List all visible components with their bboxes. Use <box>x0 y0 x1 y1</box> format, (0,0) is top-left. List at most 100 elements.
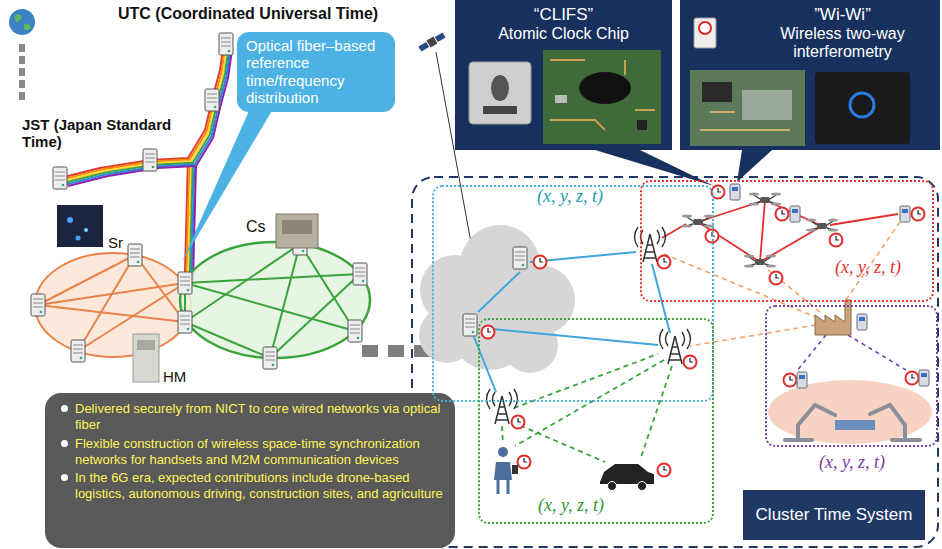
chip-photos <box>579 72 631 104</box>
network-icons <box>749 193 781 206</box>
orange-mesh <box>38 305 185 322</box>
ring-servers <box>128 244 142 266</box>
link-dashes <box>19 56 25 64</box>
drone-links <box>830 214 898 225</box>
conveyor <box>835 420 875 430</box>
device-photos <box>690 70 805 146</box>
map-servers <box>53 33 233 189</box>
chip-photos <box>637 120 647 130</box>
wireless-links <box>640 366 672 460</box>
globe-icon <box>9 9 35 35</box>
callout-tail <box>182 104 276 262</box>
network-icons <box>463 314 477 336</box>
panel-text: ”Wi-Wi” <box>750 0 935 25</box>
link-dashes <box>19 68 25 76</box>
chip-photos <box>491 75 509 101</box>
link-dashes <box>19 44 25 52</box>
ring-servers <box>71 340 85 362</box>
green-mesh <box>185 244 360 358</box>
network-icons <box>790 206 800 222</box>
car-icon <box>600 464 654 484</box>
coordinate-label: (x, y, z, t) <box>835 258 901 278</box>
network-icons <box>912 208 925 221</box>
clock-photos <box>133 334 159 382</box>
coordinate-label: (x, y, z, t) <box>819 453 885 473</box>
robot-links <box>796 335 906 372</box>
device-photos <box>700 112 790 130</box>
factory-floor <box>768 380 932 444</box>
network-icons <box>534 256 547 269</box>
robot-arms <box>870 405 920 440</box>
bullet-text: Delivered securely from NICT to core wir… <box>59 401 443 433</box>
link-dashes <box>19 92 25 100</box>
cluster-region: (x, y, z, t) <box>640 180 934 302</box>
device-photos <box>742 90 792 120</box>
clock-photos <box>67 217 73 223</box>
callout-bubble: Optical fiber–based reference time/frequ… <box>237 32 395 112</box>
factory-links <box>664 222 900 346</box>
network-icons <box>658 256 671 269</box>
network-icons <box>830 234 843 247</box>
person-icon <box>498 447 508 457</box>
bullet-text: In the 6G era, expected contributions in… <box>59 470 443 502</box>
clock-photos <box>282 220 312 234</box>
text-label: UTC (Coordinated Universal Time) <box>118 5 378 23</box>
gap-dashes <box>362 345 378 357</box>
robot-arms <box>785 405 835 440</box>
text-label: Cs <box>246 218 266 236</box>
clock-photos <box>76 236 81 241</box>
panel-tail <box>737 150 772 182</box>
network-icons <box>513 247 527 269</box>
text-label: Sr <box>108 234 123 251</box>
car-icon <box>600 464 654 491</box>
coordinate-label: (x, y, z, t) <box>538 496 604 516</box>
person-icon <box>512 465 518 474</box>
gap-dashes <box>388 345 404 357</box>
cloud <box>419 225 575 373</box>
green-mesh <box>185 322 270 358</box>
coordinate-label: (x, y, z, t) <box>537 187 603 207</box>
network-icons <box>919 370 929 386</box>
green-mesh <box>185 274 360 283</box>
text-label: JST (Japan Standard Time) <box>22 116 172 151</box>
clock-photos <box>57 205 318 382</box>
network-icons <box>684 356 697 369</box>
orange-mesh <box>78 283 185 351</box>
network-icons <box>784 374 797 387</box>
ring-servers <box>353 263 367 285</box>
note-box: Delivered securely from NICT to core wir… <box>45 393 455 548</box>
device-photos <box>699 22 711 34</box>
device-photos <box>815 72 910 144</box>
ring-servers <box>31 294 45 316</box>
green-ring <box>180 242 370 358</box>
globe-icon <box>9 9 35 35</box>
callout-text: Optical fiber–based reference time/frequ… <box>246 37 386 106</box>
map-servers <box>143 149 157 171</box>
clock-photos <box>276 214 318 248</box>
text-label: HM <box>163 368 186 385</box>
ring-servers <box>263 347 277 369</box>
green-mesh <box>270 244 300 358</box>
map-servers <box>205 89 219 111</box>
cluster-region: (x, y, z, t) <box>478 318 714 524</box>
clock-photos <box>57 205 103 247</box>
person-icon <box>498 480 508 494</box>
cluster-region: (x, y, z, t) <box>432 185 714 402</box>
wireless-links <box>514 354 658 408</box>
network-icons <box>482 326 495 339</box>
green-mesh <box>270 274 360 358</box>
globe-icon <box>14 14 31 30</box>
robot-links <box>796 335 826 372</box>
system-text: Cluster Time System <box>756 505 913 525</box>
person-icon <box>494 462 512 480</box>
wireless-links <box>502 354 672 462</box>
map-servers <box>53 167 67 189</box>
network-icons <box>776 208 789 221</box>
wired-links <box>482 328 658 345</box>
link-dashes <box>19 80 25 88</box>
network-icons <box>463 184 929 477</box>
network-icons <box>806 219 838 232</box>
chip-photos <box>550 60 655 130</box>
network-icons <box>770 272 783 285</box>
drone-links <box>662 200 898 262</box>
